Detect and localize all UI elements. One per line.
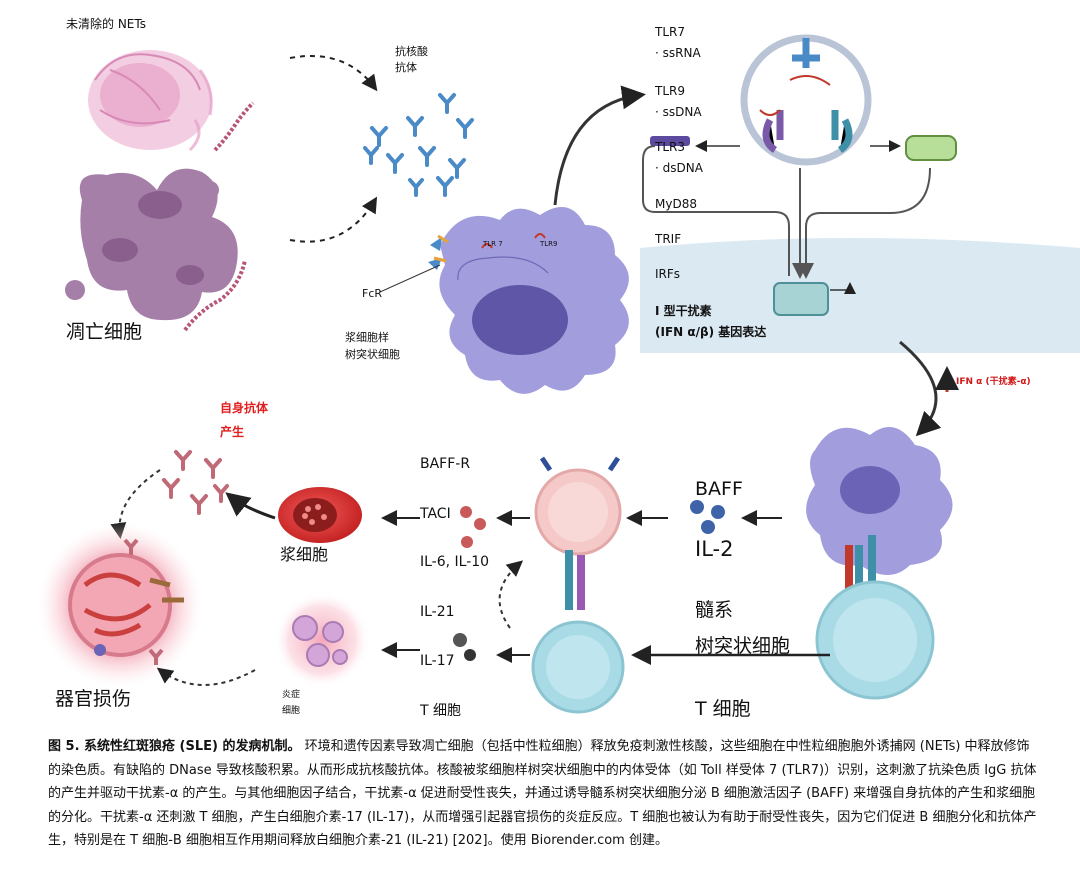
- il17-label: IL-17: [420, 653, 455, 669]
- fcr-label: FcR: [362, 287, 383, 300]
- apoptotic-cells-illustration: [65, 168, 247, 332]
- il-cytokine-dots: [453, 506, 486, 661]
- ifn-label-line1: I 型干扰素: [655, 304, 712, 318]
- antibody-label-line2: 抗体: [395, 61, 417, 74]
- nets-illustration: [88, 50, 255, 152]
- antinuclear-antibodies: [363, 93, 474, 197]
- inflammation-to-organ-arrow: [156, 667, 256, 686]
- taci-label: TACI: [420, 506, 451, 522]
- tlr7-label: TLR7: [655, 25, 685, 39]
- endosome: [740, 34, 872, 166]
- nets-label: 未清除的 NETs: [66, 17, 146, 31]
- pdc-to-endosome-arrow: [553, 85, 646, 206]
- apoptotic-cells-label: 凋亡细胞: [66, 321, 143, 343]
- plasmacytoid-dendritic-cell: [428, 207, 629, 394]
- il6-il10-label: IL-6, IL-10: [420, 554, 490, 570]
- gene-expression-complex: [773, 282, 856, 316]
- plasma-cell: [278, 487, 362, 543]
- tlr3-label: TLR3: [655, 140, 685, 154]
- inflammation-label-line2: 细胞: [282, 706, 301, 716]
- t-cell-right-label: T 细胞: [695, 698, 751, 720]
- tlr9-ligand: · ssDNA: [655, 105, 702, 119]
- figure-caption: 图 5. 系统性红斑狼疮 (SLE) 的发病机制。 环境和遗传因素导致凋亡细胞（…: [48, 735, 1038, 853]
- tlr3-receptor: [650, 136, 690, 146]
- tcell-to-bcell-help-arrow: [498, 560, 524, 629]
- b-cell: [534, 456, 622, 610]
- nucleus-region: [640, 238, 1080, 353]
- caption-title: 图 5. 系统性红斑狼疮 (SLE) 的发病机制。: [48, 739, 301, 754]
- apoptotic-to-antibody-arrow: [289, 196, 378, 243]
- tlr3-to-nucleus-line: [642, 145, 790, 276]
- inflammation-label-line1: 炎症: [282, 690, 301, 700]
- pdc-label-line1: 浆细胞样: [345, 331, 389, 344]
- myeloid-label-line2: 树突状细胞: [695, 635, 791, 657]
- t-cell-left-label: T 细胞: [420, 703, 462, 719]
- trif-label: TRIF: [655, 232, 682, 246]
- tlr9-label: TLR9: [655, 84, 685, 98]
- tlr9-small-label: TLR9: [540, 240, 558, 248]
- baff-il2-cytokines: [690, 500, 725, 534]
- ifn-label-line2: (IFN α/β) 基因表达: [655, 325, 767, 339]
- autoantibodies: [162, 450, 229, 515]
- tlr3-ligand: · dsDNA: [655, 161, 703, 175]
- t-cell-right-nucleus: [833, 598, 917, 682]
- nets-to-antibody-arrow: [289, 55, 378, 92]
- organ-damage-label: 器官损伤: [55, 688, 132, 710]
- tlr7-ligand: · ssRNA: [655, 46, 701, 60]
- plasma-cell-label: 浆细胞: [280, 545, 329, 564]
- autoantibody-label-line1: 自身抗体: [220, 401, 269, 415]
- baff-label: BAFF: [695, 478, 743, 500]
- baff-r-label: BAFF-R: [420, 456, 471, 472]
- inflammation-cells-illustration: [274, 592, 370, 688]
- pdc-label-line2: 树突状细胞: [345, 348, 400, 361]
- il21-label: IL-21: [420, 604, 455, 620]
- ifn-alpha-label: IFN α (干扰素-α): [956, 377, 1031, 387]
- myd88-label: MyD88: [655, 197, 697, 211]
- irfs-label: IRFs: [655, 267, 681, 281]
- caption-body: 环境和遗传因素导致凋亡细胞（包括中性粒细胞）释放免疫刺激性核酸，这些细胞在中性粒…: [48, 739, 1037, 848]
- adaptor-to-nucleus-line: [798, 167, 931, 279]
- t-cell-left-nucleus: [546, 635, 610, 699]
- myeloid-dendritic-cell: [806, 427, 953, 575]
- fcr-pointer: [379, 264, 441, 293]
- autoantibody-label-line2: 产生: [220, 425, 245, 439]
- antibody-label-line1: 抗核酸: [395, 45, 428, 58]
- myeloid-receptors: [845, 535, 876, 600]
- tlr7-small-label: TLR 7: [483, 240, 503, 248]
- organ-damage-illustration: [38, 523, 202, 687]
- adaptor-complex: [905, 135, 957, 161]
- ifn-to-myeloid-arrow: [899, 340, 942, 437]
- plasma-to-autoantibody-arrow: [225, 492, 276, 520]
- myeloid-label-line1: 髓系: [695, 599, 734, 621]
- il2-label: IL-2: [695, 537, 734, 561]
